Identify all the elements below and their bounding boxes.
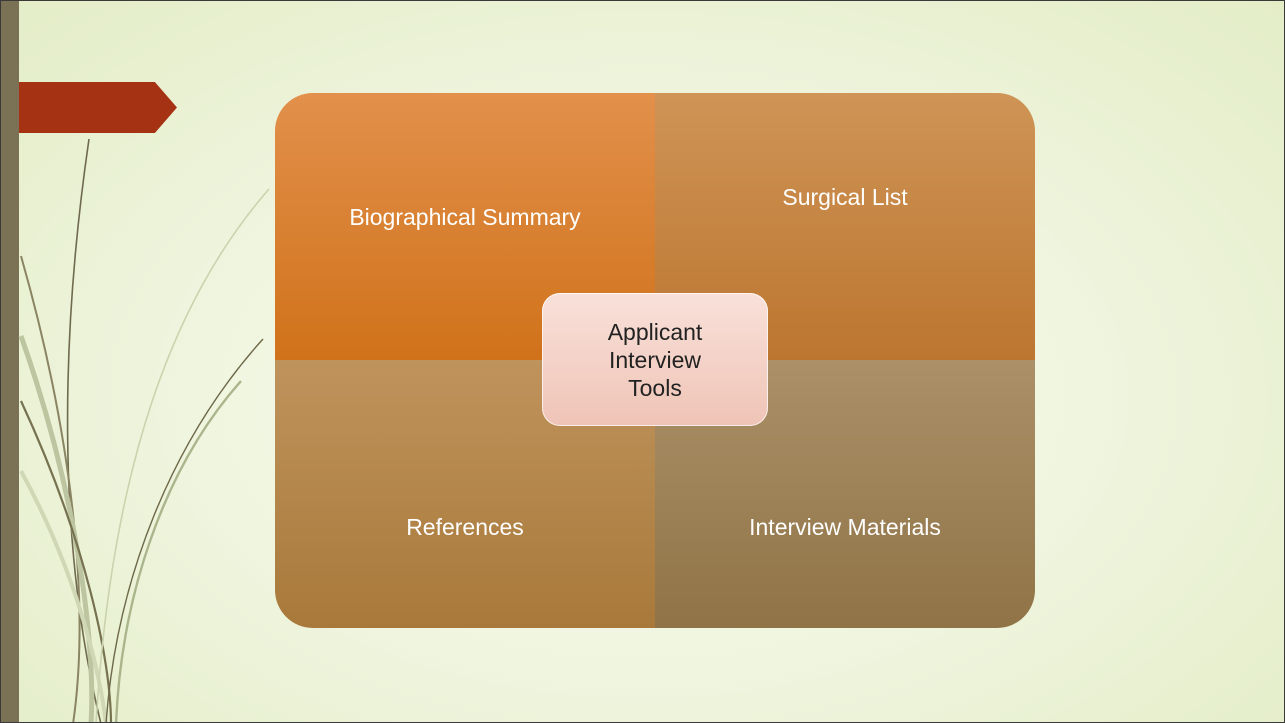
center-line: Applicant	[607, 318, 703, 345]
left-accent-bar	[1, 1, 19, 722]
quadrant-label: Surgical List	[782, 184, 908, 210]
center-line: Tools	[628, 374, 682, 401]
quadrant-label: References	[406, 514, 524, 540]
arrow-tab-shape	[19, 82, 177, 133]
center-line: Interview	[608, 346, 702, 373]
quadrant-label: Biographical Summary	[349, 204, 581, 230]
quadrant-biographical-summary: Biographical Summary	[275, 93, 655, 360]
center-hub: Applicant Interview Tools	[542, 293, 768, 426]
quadrant-references: References	[275, 360, 655, 628]
quadrant-label: Interview Materials	[749, 514, 941, 540]
